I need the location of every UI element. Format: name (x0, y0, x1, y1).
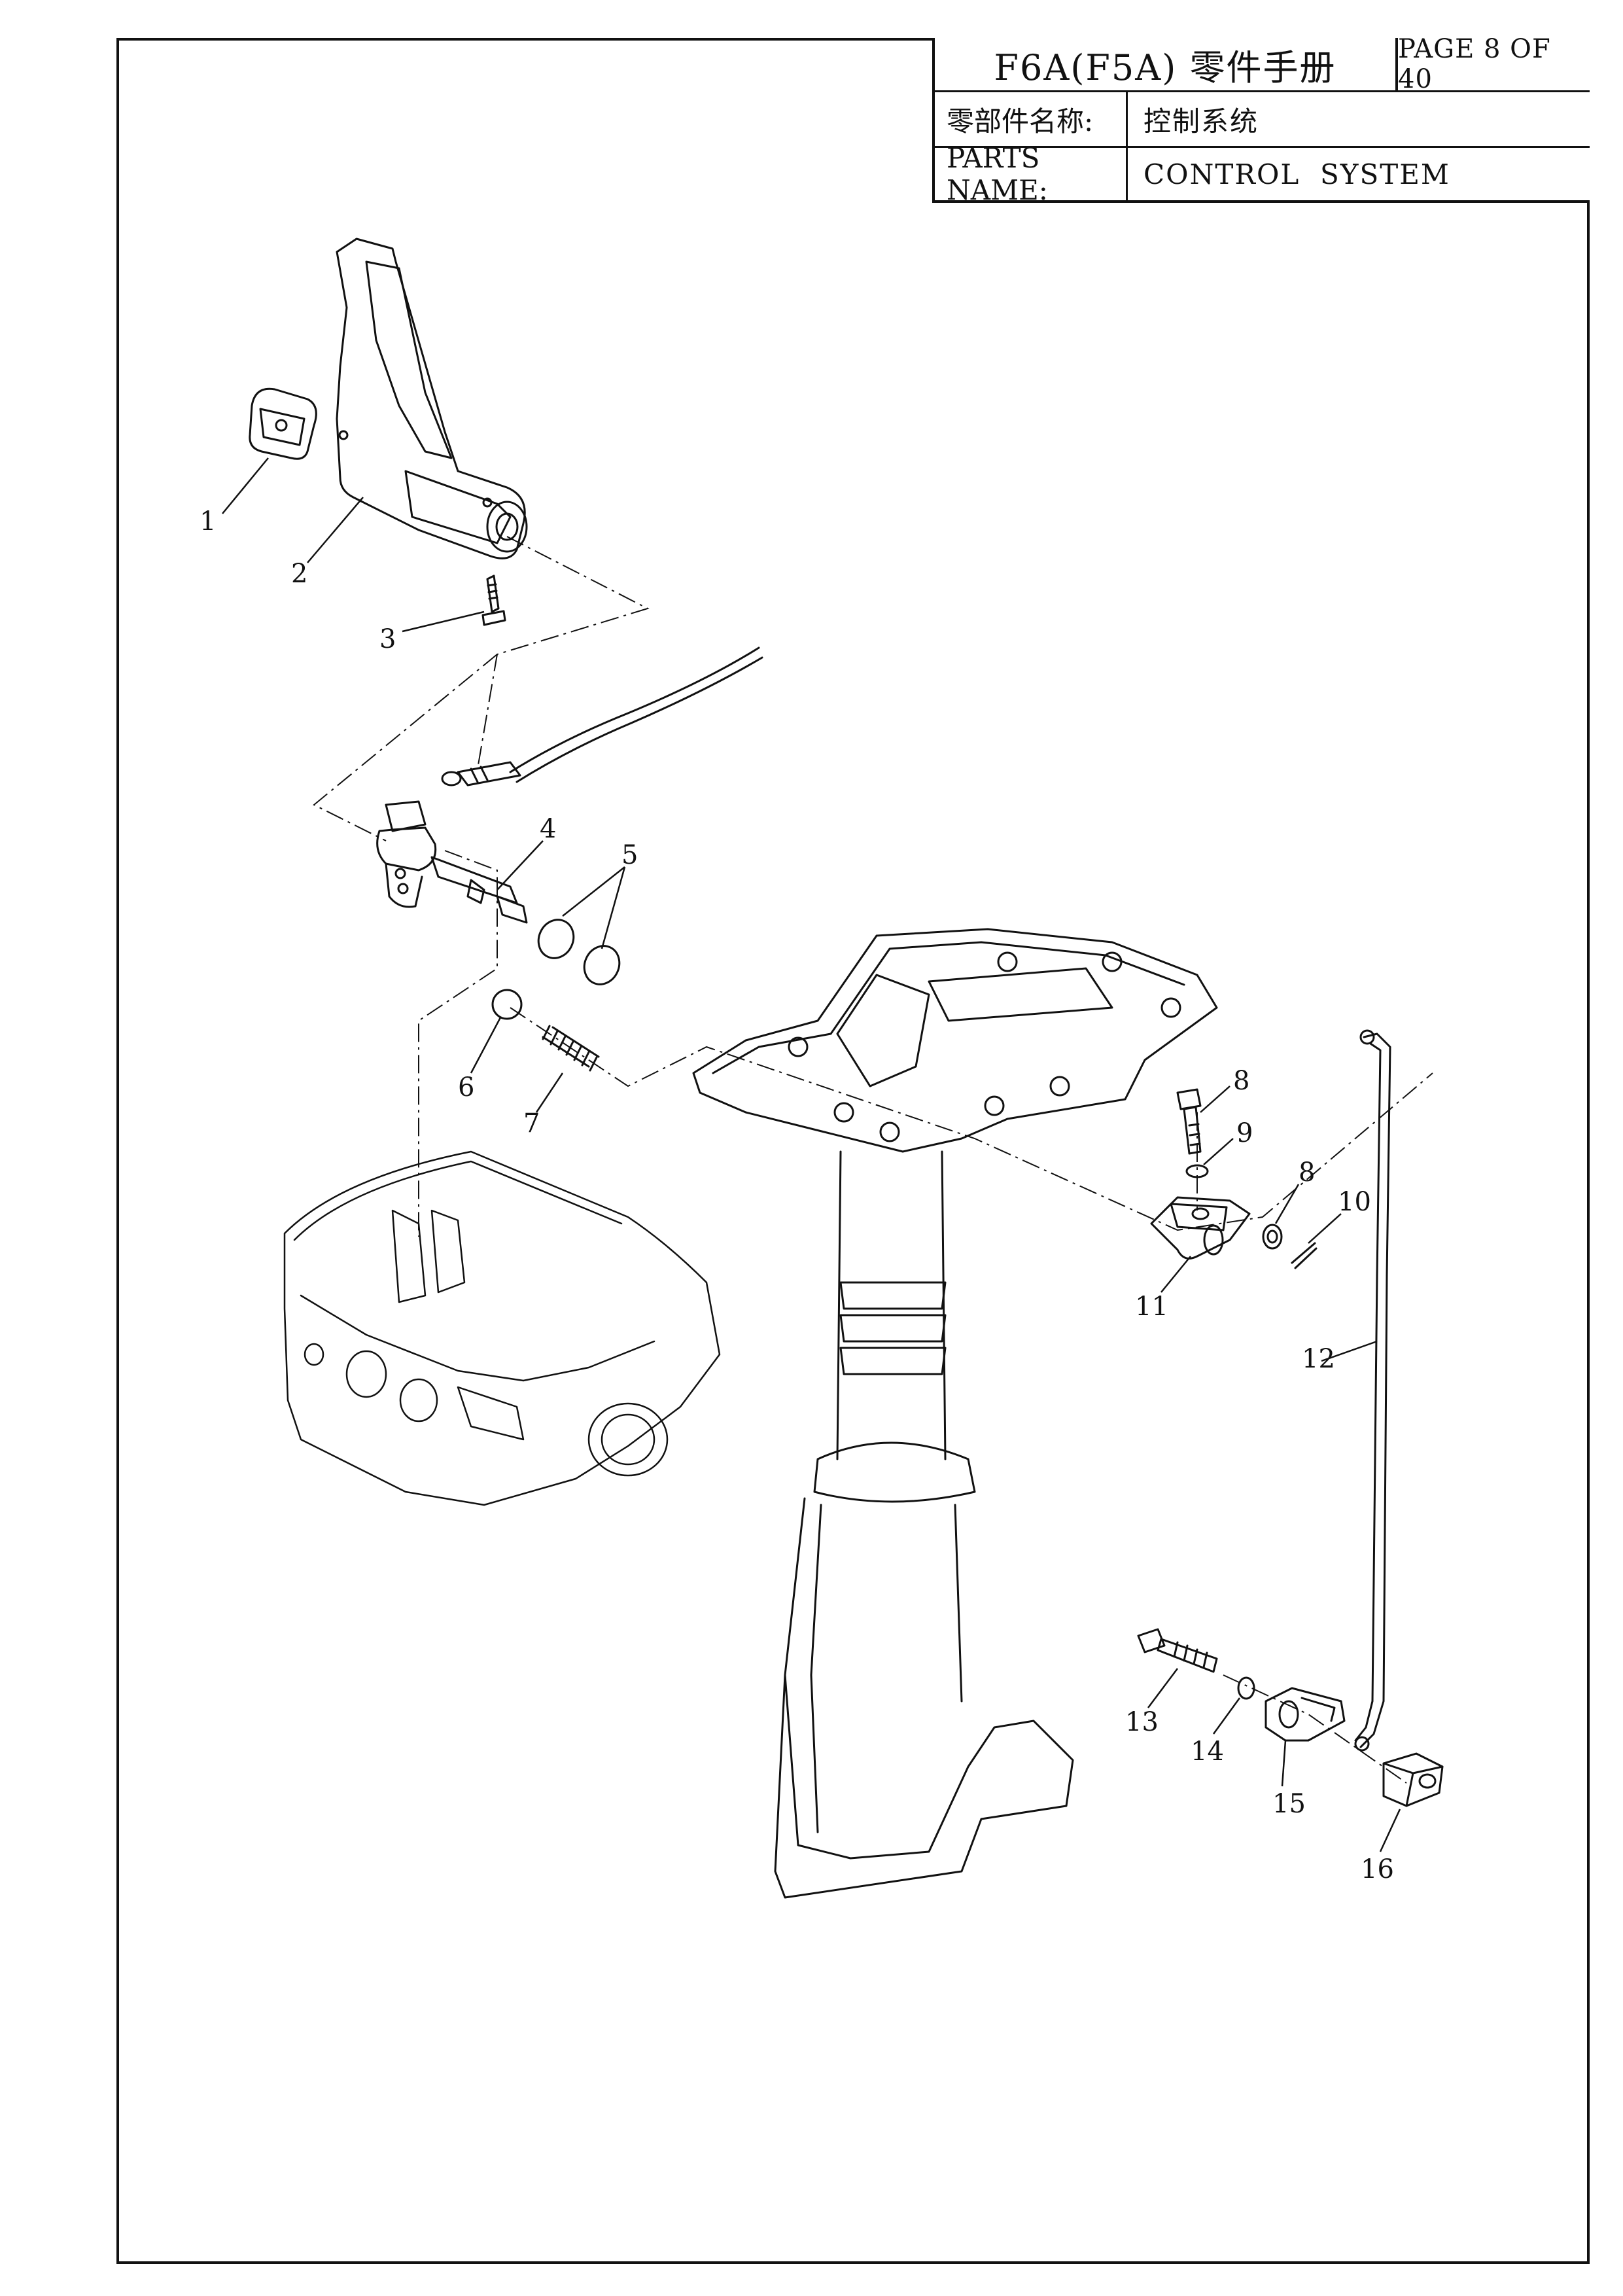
callout-4: 4 (540, 814, 556, 844)
callout-3: 3 (379, 624, 396, 654)
callout-12: 12 (1302, 1344, 1335, 1374)
callout-14: 14 (1191, 1737, 1224, 1767)
part-2-tiller-handle (336, 238, 528, 559)
drive-shaft-housing (692, 928, 1218, 1899)
part-1-cover-clip (249, 387, 317, 460)
parts-name-value-en: CONTROL SYSTEM (1143, 158, 1450, 190)
callout-8-upper: 8 (1233, 1066, 1249, 1096)
callout-1: 1 (200, 506, 216, 537)
callout-labels: 1 2 3 4 5 6 7 8 9 8 10 11 12 13 14 15 16 (200, 506, 1394, 1884)
callout-13: 13 (1125, 1707, 1159, 1737)
parts-name-label-en: PARTS NAME: (935, 142, 1128, 206)
callout-15: 15 (1272, 1789, 1306, 1819)
part-4-throttle-shaft (376, 800, 528, 924)
part-16-block (1382, 1752, 1444, 1807)
part-12-control-rod (1354, 1029, 1391, 1752)
page-number: PAGE 8 OF 40 (1398, 34, 1551, 94)
parts-name-en-row: PARTS NAME: CONTROL SYSTEM (935, 142, 1590, 206)
part-15-clamp (1265, 1687, 1346, 1742)
part-6-ball (491, 989, 523, 1020)
parts-name-cn-row: 零部件名称: 控制系统 (935, 92, 1590, 148)
drawing-frame (116, 38, 1590, 2264)
part-7-spring (542, 1025, 600, 1072)
title-block: F6A(F5A) 零件手册 PAGE 8 OF 40 零部件名称: 控制系统 P… (932, 34, 1590, 206)
part-3-screw (481, 574, 506, 626)
part-5-o-rings (537, 919, 621, 985)
callout-5: 5 (621, 840, 638, 870)
callout-8-lower: 8 (1299, 1157, 1315, 1188)
throttle-cable (441, 646, 763, 786)
parts-name-label-cn: 零部件名称: (935, 92, 1128, 146)
leader-lines (222, 457, 1401, 1852)
callout-11: 11 (1135, 1292, 1168, 1322)
part-8-washer (1262, 1224, 1283, 1250)
part-13-bolt (1137, 1628, 1218, 1673)
callout-9: 9 (1236, 1118, 1253, 1148)
callout-16: 16 (1361, 1854, 1394, 1884)
parts-name-value-cn: 控制系统 (1143, 105, 1259, 137)
callout-2: 2 (291, 559, 307, 589)
callout-7: 7 (523, 1108, 540, 1139)
assembly-lines (313, 536, 1433, 1784)
part-11-bracket (1150, 1196, 1251, 1260)
callout-10: 10 (1338, 1187, 1371, 1217)
part-8-bolt (1176, 1088, 1202, 1155)
title-row: F6A(F5A) 零件手册 PAGE 8 OF 40 (935, 34, 1590, 94)
callout-6: 6 (458, 1072, 474, 1103)
part-14-washer (1237, 1676, 1255, 1700)
engine-block-outline (283, 1150, 721, 1506)
part-10-cotter-pin (1291, 1242, 1318, 1269)
manual-title: F6A(F5A) 零件手册 (935, 38, 1398, 90)
